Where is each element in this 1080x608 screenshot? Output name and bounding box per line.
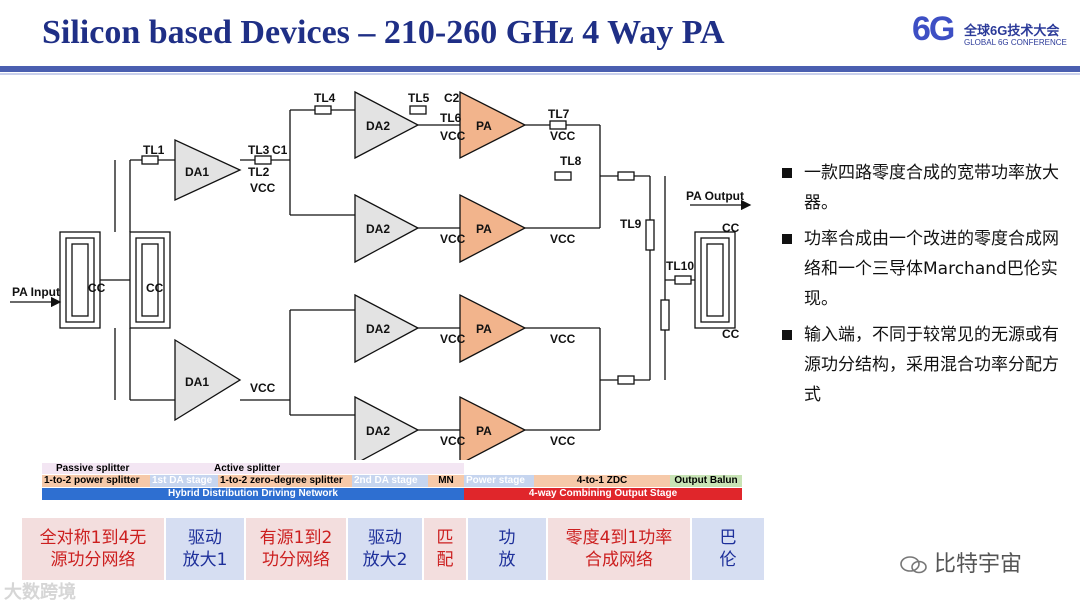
vcc-da2-3: VCC	[440, 332, 466, 346]
pa-schematic: PA Input PA Output DA1 DA1 DA2 DA2 DA2 D…	[10, 90, 752, 460]
logo-mark: 6G	[912, 10, 955, 48]
da1-bottom-label: DA1	[185, 375, 209, 389]
legend-line: 功	[498, 528, 516, 548]
band-active-splitter: Active splitter	[214, 463, 464, 474]
da2-label-2: DA2	[366, 222, 390, 236]
band-output-balun: Output Balun	[670, 475, 742, 487]
legend-line: 巴	[719, 528, 737, 548]
cc-label-in-right: CC	[146, 281, 164, 295]
legend-line: 放大1	[182, 550, 228, 570]
tl7-label: TL7	[548, 107, 570, 121]
slide-title: Silicon based Devices – 210-260 GHz 4 Wa…	[42, 14, 725, 51]
legend-combiner: 零度4到1功率合成网络	[548, 518, 690, 580]
legend-line: 匹	[436, 528, 454, 548]
vcc-da1-bottom: VCC	[250, 381, 276, 395]
title-underline	[0, 66, 1080, 72]
legend-matching: 匹配	[424, 518, 466, 580]
legend-driver-2: 驱动放大2	[348, 518, 422, 580]
bullet-item: 一款四路零度合成的宽带功率放大器。	[782, 158, 1072, 218]
vcc-pa-3: VCC	[550, 332, 576, 346]
bullet-list: 一款四路零度合成的宽带功率放大器。 功率合成由一个改进的零度合成网络和一个三导体…	[782, 158, 1072, 416]
legend-line: 有源1到2	[259, 528, 333, 548]
legend-line: 配	[436, 550, 454, 570]
da2-label-3: DA2	[366, 322, 390, 336]
logo-en-text: GLOBAL 6G CONFERENCE	[964, 38, 1067, 47]
tl8-label: TL8	[560, 154, 582, 168]
pa-label-3: PA	[476, 322, 492, 336]
legend-line: 零度4到1功率	[565, 528, 673, 548]
vcc-da1-top: VCC	[250, 181, 276, 195]
vcc-pa-2: VCC	[550, 232, 576, 246]
band-combining-output: 4-way Combining Output Stage	[464, 488, 742, 500]
legend-balun: 巴伦	[692, 518, 764, 580]
logo-cn-text: 全球6G技术大会	[964, 23, 1060, 38]
pa-label-1: PA	[476, 119, 492, 133]
bullet-text: 功率合成由一个改进的零度合成网络和一个三导体Marchand巴伦实现。	[804, 229, 1059, 309]
square-bullet-icon	[782, 234, 792, 244]
legend-line: 放大2	[362, 550, 408, 570]
tl2-label: TL2	[248, 165, 270, 179]
wechat-icon	[900, 556, 927, 574]
tl10-label: TL10	[666, 259, 694, 273]
band-mn: MN	[428, 475, 464, 487]
vcc-da2-4: VCC	[440, 434, 466, 448]
band-power-stage: Power stage	[464, 475, 534, 487]
legend-line: 伦	[719, 550, 737, 570]
band-passive-splitter: Passive splitter	[42, 463, 214, 474]
watermark-right-text: 比特宇宙	[934, 551, 1023, 576]
tl5-label: TL5	[408, 91, 430, 105]
bullet-item: 输入端，不同于较常见的无源或有源功分结构，采用混合功率分配方式	[782, 320, 1072, 410]
legend-line: 驱动	[187, 528, 222, 548]
bullet-item: 功率合成由一个改进的零度合成网络和一个三导体Marchand巴伦实现。	[782, 224, 1072, 314]
vcc-pa-4: VCC	[550, 434, 576, 448]
tl1-label: TL1	[143, 143, 165, 157]
legend-line: 功分网络	[261, 550, 330, 570]
pa-output-label: PA Output	[686, 189, 744, 203]
watermark-right: 比特宇宙	[900, 546, 1022, 578]
band-hybrid-distribution: Hybrid Distribution Driving Network	[42, 488, 464, 500]
legend-line: 放	[498, 550, 516, 570]
title-underline-thin	[0, 73, 1080, 75]
legend-line: 合成网络	[584, 550, 653, 570]
cc-label-in-left: CC	[88, 281, 106, 295]
c2-label: C2	[444, 91, 460, 105]
bullet-text: 输入端，不同于较常见的无源或有源功分结构，采用混合功率分配方式	[804, 325, 1059, 405]
band-2nd-da: 2nd DA stage	[352, 475, 428, 487]
vcc-da2-1: VCC	[440, 129, 466, 143]
band-1st-da: 1st DA stage	[150, 475, 218, 487]
cc-label-out-bottom: CC	[722, 327, 740, 341]
legend-line: 源功分网络	[50, 550, 136, 570]
watermark-left: 大数跨境	[4, 582, 76, 602]
band-zdc: 4-to-1 ZDC	[534, 475, 670, 487]
legend-line: 驱动	[367, 528, 402, 548]
legend-line: 全对称1到4无	[39, 528, 147, 548]
pa-input-label: PA Input	[12, 285, 60, 299]
tl3-label: TL3	[248, 143, 270, 157]
tl4-label: TL4	[314, 91, 336, 105]
conference-logo: 6G 全球6G技术大会 GLOBAL 6G CONFERENCE	[912, 8, 1072, 58]
band-power-splitter: 1-to-2 power splitter	[42, 475, 150, 487]
vcc-pa-1: VCC	[550, 129, 576, 143]
pa-label-4: PA	[476, 424, 492, 438]
tl9-label: TL9	[620, 217, 642, 231]
c1-label: C1	[272, 143, 288, 157]
square-bullet-icon	[782, 168, 792, 178]
bullet-text: 一款四路零度合成的宽带功率放大器。	[804, 163, 1059, 213]
legend-passive-splitter: 全对称1到4无源功分网络	[22, 518, 164, 580]
vcc-da2-2: VCC	[440, 232, 466, 246]
pa-label-2: PA	[476, 222, 492, 236]
da2-label-4: DA2	[366, 424, 390, 438]
band-zero-degree-splitter: 1-to-2 zero-degree splitter	[218, 475, 352, 487]
da1-top-label: DA1	[185, 165, 209, 179]
tl6-label: TL6	[440, 111, 462, 125]
cc-label-out-top: CC	[722, 221, 740, 235]
legend-power-amp: 功放	[468, 518, 546, 580]
da2-label-1: DA2	[366, 119, 390, 133]
square-bullet-icon	[782, 330, 792, 340]
legend-driver-1: 驱动放大1	[166, 518, 244, 580]
